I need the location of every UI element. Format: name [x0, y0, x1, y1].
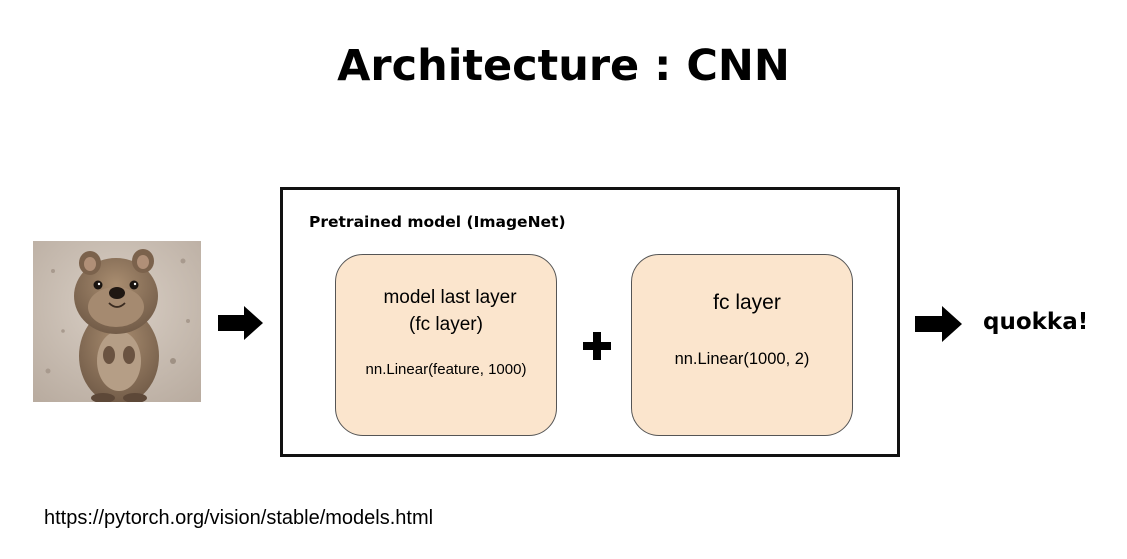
right-arrow-icon: [915, 305, 963, 347]
plus-icon: [582, 331, 612, 361]
layer2-title: fc layer: [713, 291, 781, 314]
model-last-layer-box: [335, 254, 557, 436]
page-title: Architecture : CNN: [337, 41, 790, 91]
right-arrow-icon: [218, 305, 264, 345]
layer1-code: nn.Linear(feature, 1000): [365, 361, 527, 378]
fc-layer-box: [631, 254, 853, 436]
output-label: quokka!: [983, 309, 1089, 335]
layer1-title: model last layer: [383, 287, 517, 308]
pretrained-model-label: Pretrained model (ImageNet): [309, 213, 566, 231]
layer1-subtitle: (fc layer): [409, 314, 483, 335]
layer2-code: nn.Linear(1000, 2): [674, 350, 810, 368]
source-url: https://pytorch.org/vision/stable/models…: [44, 507, 434, 529]
quokka-image: [33, 241, 201, 402]
